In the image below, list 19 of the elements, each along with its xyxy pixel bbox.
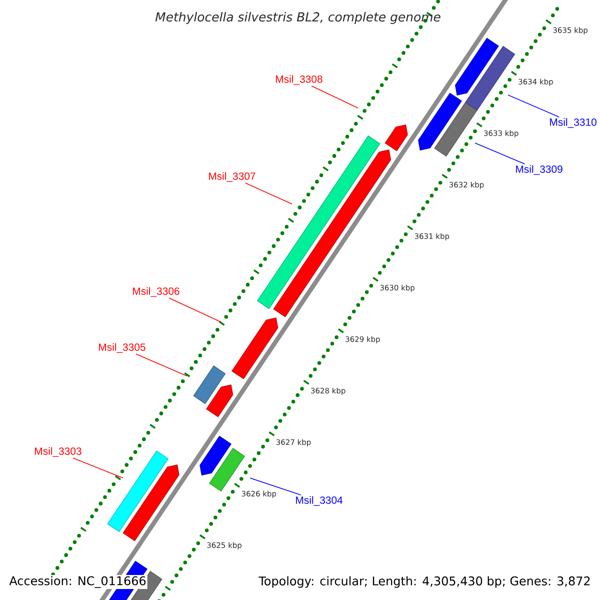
leader-line — [311, 86, 358, 108]
leader-line — [244, 182, 292, 204]
accession-label: Accession: NC_011666 — [8, 575, 148, 589]
leader-line — [508, 94, 560, 118]
genome-info-label: Topology: circular; Length: 4,305,430 bp; Genes: 3,872 — [258, 575, 592, 589]
leader-line — [72, 458, 124, 478]
gene-label: Msil_3310 — [550, 118, 596, 128]
gene-label: Msil_3307 — [208, 172, 256, 182]
title: Methylocella silvestris BL2, complete genome — [155, 12, 440, 24]
gene-label: Msil_3305 — [98, 343, 146, 353]
leader-line — [474, 142, 526, 164]
gene-label: Msil_3303 — [34, 447, 82, 457]
leader-line — [250, 478, 302, 496]
leader-line — [136, 354, 188, 376]
gene-label: Msil_3304 — [296, 496, 343, 506]
gene-label: Msil_3306 — [132, 287, 180, 297]
leader-line — [168, 298, 222, 322]
gene-label: Msil_3308 — [276, 75, 322, 85]
gene-label: Msil_3309 — [516, 165, 562, 175]
